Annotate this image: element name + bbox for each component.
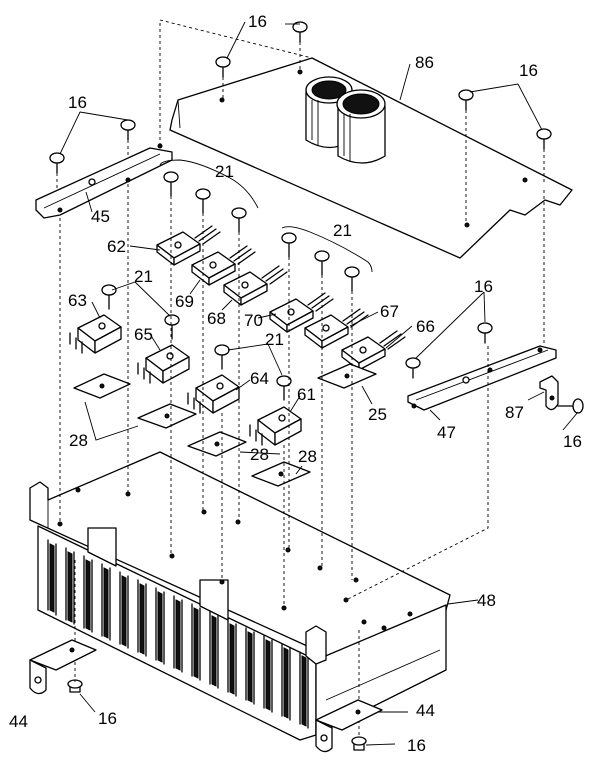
screw [405,357,421,379]
label-45: 45 [91,207,110,226]
label-48: 48 [477,591,496,610]
circuit-board-86 [169,57,573,259]
screw [292,21,308,70]
transistor-62 [156,171,221,266]
transistor-65 [137,314,190,384]
label-62: 62 [107,237,126,256]
label-68: 68 [207,309,226,328]
label-44-left: 44 [9,712,28,731]
label-63: 63 [68,291,87,310]
label-47: 47 [437,423,456,442]
foot-bracket-left-44 [29,639,97,695]
screw [458,89,474,222]
label-67: 67 [380,302,399,321]
transistor-67 [304,250,369,349]
label-16-bracket: 16 [474,277,493,296]
label-65: 65 [134,325,153,344]
label-64: 64 [250,369,269,388]
label-21-middle: 21 [265,330,284,349]
label-86: 86 [415,53,434,72]
label-16-87: 16 [563,432,582,451]
label-21-left: 21 [134,267,153,286]
label-25: 25 [368,405,387,424]
label-21-upper: 21 [215,162,234,181]
bracket-87 [539,375,559,411]
label-16-foot-right: 16 [407,736,426,755]
label-44-right: 44 [416,701,435,720]
screw [67,679,83,693]
foot-bracket-right-44 [315,699,383,753]
heatsink-chassis-48 [29,451,451,741]
bracket-47 [407,345,557,411]
label-28-middle: 28 [250,445,269,464]
label-28-left: 28 [69,431,88,450]
heatsink-fins [47,539,309,729]
label-61: 61 [297,385,316,404]
label-16-foot-left: 16 [98,709,117,728]
label-69: 69 [175,292,194,311]
bracket-45 [35,143,173,219]
screw [557,398,584,414]
alignment-lines [59,19,545,738]
capacitor-2 [336,89,386,164]
label-16-right: 16 [519,61,538,80]
screw [536,128,552,185]
label-16-left: 16 [68,93,87,112]
transistor-63 [69,284,122,354]
screw [477,322,493,344]
label-21-right: 21 [333,221,352,240]
label-16-top: 16 [248,12,267,31]
label-70: 70 [244,311,263,330]
insulator-sheets [73,363,377,487]
transistor-68 [223,207,288,306]
label-28-right: 28 [298,447,317,466]
transistor-69 [191,188,256,286]
part-labels: 16 86 16 16 21 45 21 62 21 69 63 68 70 6… [9,12,582,755]
transistor-70 [269,232,334,333]
transistor-64 [187,344,240,414]
label-66: 66 [416,317,435,336]
label-87: 87 [505,403,524,422]
screw [215,56,231,98]
screw [351,736,367,751]
transistor-66 [341,266,406,371]
transistor-61 [249,375,302,446]
